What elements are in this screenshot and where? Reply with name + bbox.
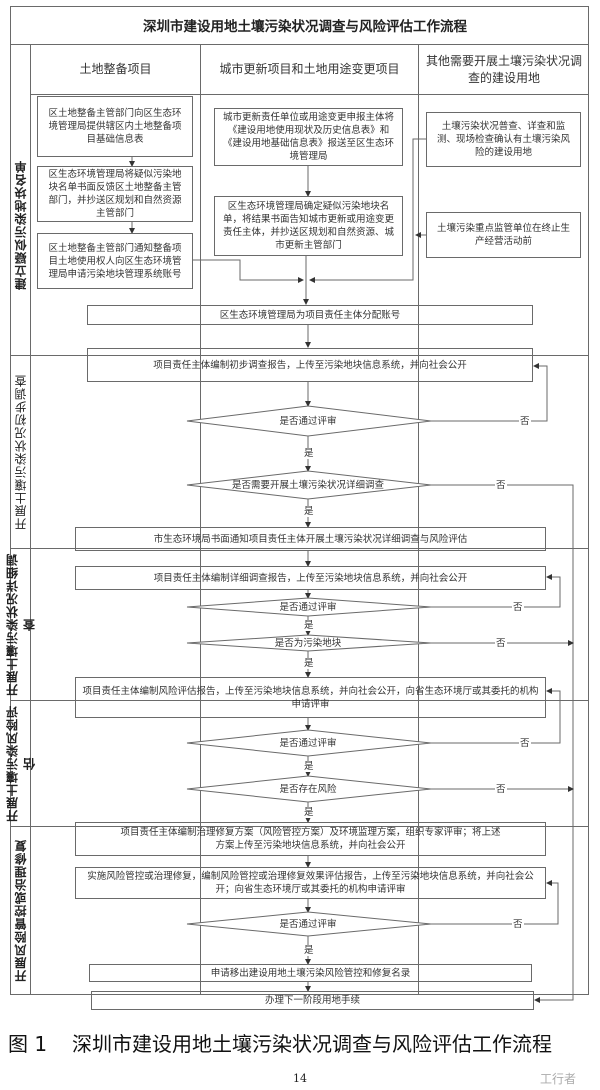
edge	[431, 574, 561, 608]
phase-label-prelim-survey: 开展土壤污染状况初步调查	[14, 374, 28, 530]
decision-d4-label: 是否为污染地块	[274, 637, 342, 649]
diagram-title: 深圳市建设用地土壤污染状况调查与风险评估工作流程	[143, 19, 467, 35]
edge	[431, 363, 548, 422]
edge	[309, 138, 426, 283]
phase-label-remediation: 开展风险管控或治理修复	[14, 839, 28, 982]
edge-label-yes: 是	[303, 448, 315, 459]
phase-label-suspect-list: 建立疑似污染地块名单	[14, 160, 28, 290]
edge-label-no: 否	[495, 784, 507, 795]
box-detail-report: 项目责任主体编制详细调查报告，上传至污染地块信息系统，并向社会公开	[75, 566, 546, 590]
lane-header-other-land: 其他需要开展土壤污染状况调查的建设用地	[426, 53, 583, 85]
box-other-survey: 土壤污染状况普查、详查和监测、现场检查确认有土壤污染风险的建设用地	[426, 112, 581, 167]
lane-header-land-prep: 土地整备项目	[79, 62, 152, 76]
box-risk-report: 项目责任主体编制风险评估报告，上传至污染地块信息系统，并向社会公开，向省生态环境…	[75, 677, 546, 718]
decision-d7-label: 是否通过评审	[279, 918, 337, 930]
edge-label-no: 否	[512, 919, 524, 930]
phase-label-detail-survey: 开展土壤污染状况详细调查	[5, 553, 37, 696]
edge-label-yes: 是	[303, 620, 315, 631]
phase-label-risk-assessment: 开展土壤污染风险评估	[5, 705, 37, 822]
box-urban-confirm: 区生态环境管理局确定疑似污染地块名单，将结果书面告知城市更新或用途变更责任主体，…	[214, 196, 403, 256]
edge-label-yes: 是	[303, 945, 315, 956]
decision-d5-label: 是否通过评审	[279, 737, 337, 749]
edge-label-yes: 是	[303, 506, 315, 517]
box-prelim-report: 项目责任主体编制初步调查报告，上传至污染地块信息系统，并向社会公开	[87, 348, 533, 382]
edge	[193, 259, 304, 283]
edge-label-no: 否	[519, 738, 531, 749]
edge-label-no: 否	[512, 602, 524, 613]
edge	[431, 688, 561, 744]
decision-d6-label: 是否存在风险	[279, 783, 337, 795]
edge-label-no: 否	[495, 638, 507, 649]
box-implement: 实施风险管控或治理修复，编制风险管控或治理修复效果评估报告，上传至污染地块信息系…	[75, 867, 546, 899]
watermark: 工行者	[540, 1072, 577, 1086]
table-frame	[10, 6, 589, 995]
decision-d1-label: 是否通过评审	[279, 415, 337, 427]
box-land-prep-feedback: 区生态环境管理局将疑似污染地块名单书面反馈区土地整备主管部门，并抄送区规划和自然…	[37, 166, 193, 222]
edge	[431, 880, 559, 925]
decision-d3-label: 是否通过评审	[279, 601, 337, 613]
figure-caption: 图 1 深圳市建设用地土壤污染状况调查与风险评估工作流程	[0, 1032, 600, 1058]
box-remove-list: 申请移出建设用地土壤污染风险管控和修复名录	[89, 964, 532, 982]
box-next-stage: 办理下一阶段用地手续	[91, 991, 534, 1010]
edge-label-no: 否	[495, 480, 507, 491]
lane-header-urban-renewal: 城市更新项目和土地用途变更项目	[219, 62, 400, 76]
edge-label-no: 否	[519, 416, 531, 427]
figure-title: 深圳市建设用地土壤污染状况调查与风险评估工作流程	[72, 1032, 552, 1056]
box-assign-account: 区生态环境管理局为项目责任主体分配账号	[87, 305, 533, 325]
edge-label-yes: 是	[303, 658, 315, 669]
box-notify-detail: 市生态环境局书面通知项目责任主体开展土壤污染状况详细调查与风险评估	[75, 527, 546, 551]
box-land-prep-account: 区土地整备主管部门通知整备项目土地使用权人向区生态环境管理局申请污染地块管理系统…	[37, 233, 193, 289]
decision-d2-label: 是否需要开展土壤污染状况详细调查	[231, 479, 384, 491]
box-urban-submit: 城市更新责任单位或用途变更申报主体将《建设用地使用现状及历史信息表》和《建设用地…	[214, 108, 403, 166]
edge-label-yes: 是	[303, 761, 315, 772]
edge-label-yes: 是	[303, 807, 315, 818]
page-number: 14	[293, 1072, 307, 1085]
box-remediation-plan: 项目责任主体编制治理修复方案（风险管控方案）及环境监理方案，组织专家评审；将上述…	[75, 822, 546, 856]
box-land-prep-info: 区土地整备主管部门向区生态环境管理局提供辖区内土地整备项目基础信息表	[37, 96, 193, 157]
figure-number: 图 1	[8, 1032, 48, 1056]
box-other-key-unit: 土壤污染重点监管单位在终止生产经营活动前	[426, 212, 581, 258]
